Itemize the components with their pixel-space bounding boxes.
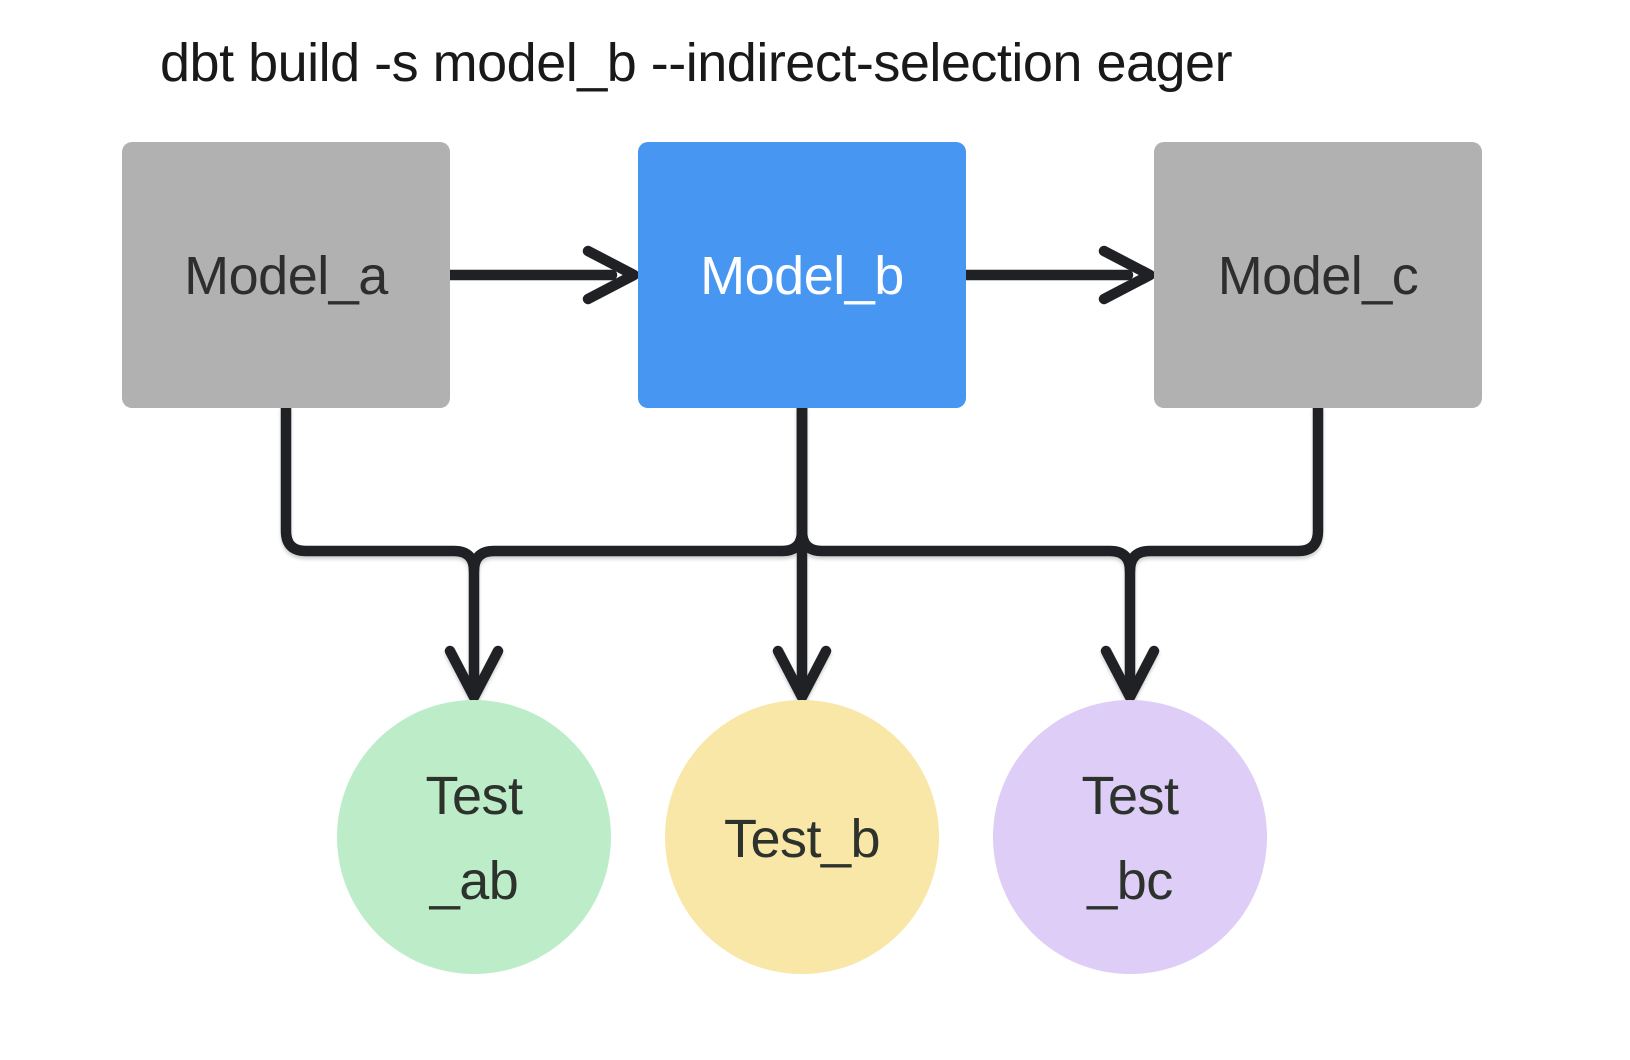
test-bc-node bbox=[993, 700, 1267, 974]
edge-model_a-to-test_ab bbox=[280, 402, 480, 694]
edge-model_a-to-model_b bbox=[444, 245, 640, 305]
model-c-label: Model_c bbox=[1218, 246, 1419, 306]
arrowhead-test_bc-icon bbox=[1100, 645, 1160, 703]
command-title: dbt build -s model_b --indirect-selectio… bbox=[160, 33, 1233, 93]
edge-model_c-to-test_bc bbox=[1124, 402, 1324, 577]
test-ab-label-line2: _ab bbox=[429, 851, 519, 911]
test-bc-label-line2: _bc bbox=[1086, 851, 1173, 911]
edge-model_b-to-test_ab bbox=[468, 402, 808, 577]
model-a-node bbox=[122, 142, 450, 408]
arrowhead-icon bbox=[582, 245, 640, 305]
test-b-label: Test_b bbox=[724, 809, 880, 869]
test-ab-label-line1: Test bbox=[425, 766, 523, 826]
arrowhead-test_b-icon bbox=[772, 645, 832, 703]
test-bc-label-line1: Test bbox=[1081, 766, 1179, 826]
model-nodes: Model_a Model_b Model_c bbox=[122, 142, 1482, 408]
edges-model-to-tests bbox=[280, 402, 1324, 703]
edges-model-row bbox=[444, 245, 1156, 305]
model-c-node bbox=[1154, 142, 1482, 408]
model-b-label: Model_b bbox=[700, 246, 904, 306]
test-b-node bbox=[665, 700, 939, 974]
model-b-node bbox=[638, 142, 966, 408]
arrowhead-icon bbox=[1098, 245, 1156, 305]
edge-model_b-to-model_c bbox=[960, 245, 1156, 305]
arrowhead-test_ab-icon bbox=[444, 645, 504, 703]
test-ab-node bbox=[337, 700, 611, 974]
test-nodes: Test _ab Test_b Test _bc bbox=[337, 700, 1267, 974]
edge-model_b-to-test_bc bbox=[796, 402, 1136, 694]
model-a-label: Model_a bbox=[184, 246, 389, 306]
